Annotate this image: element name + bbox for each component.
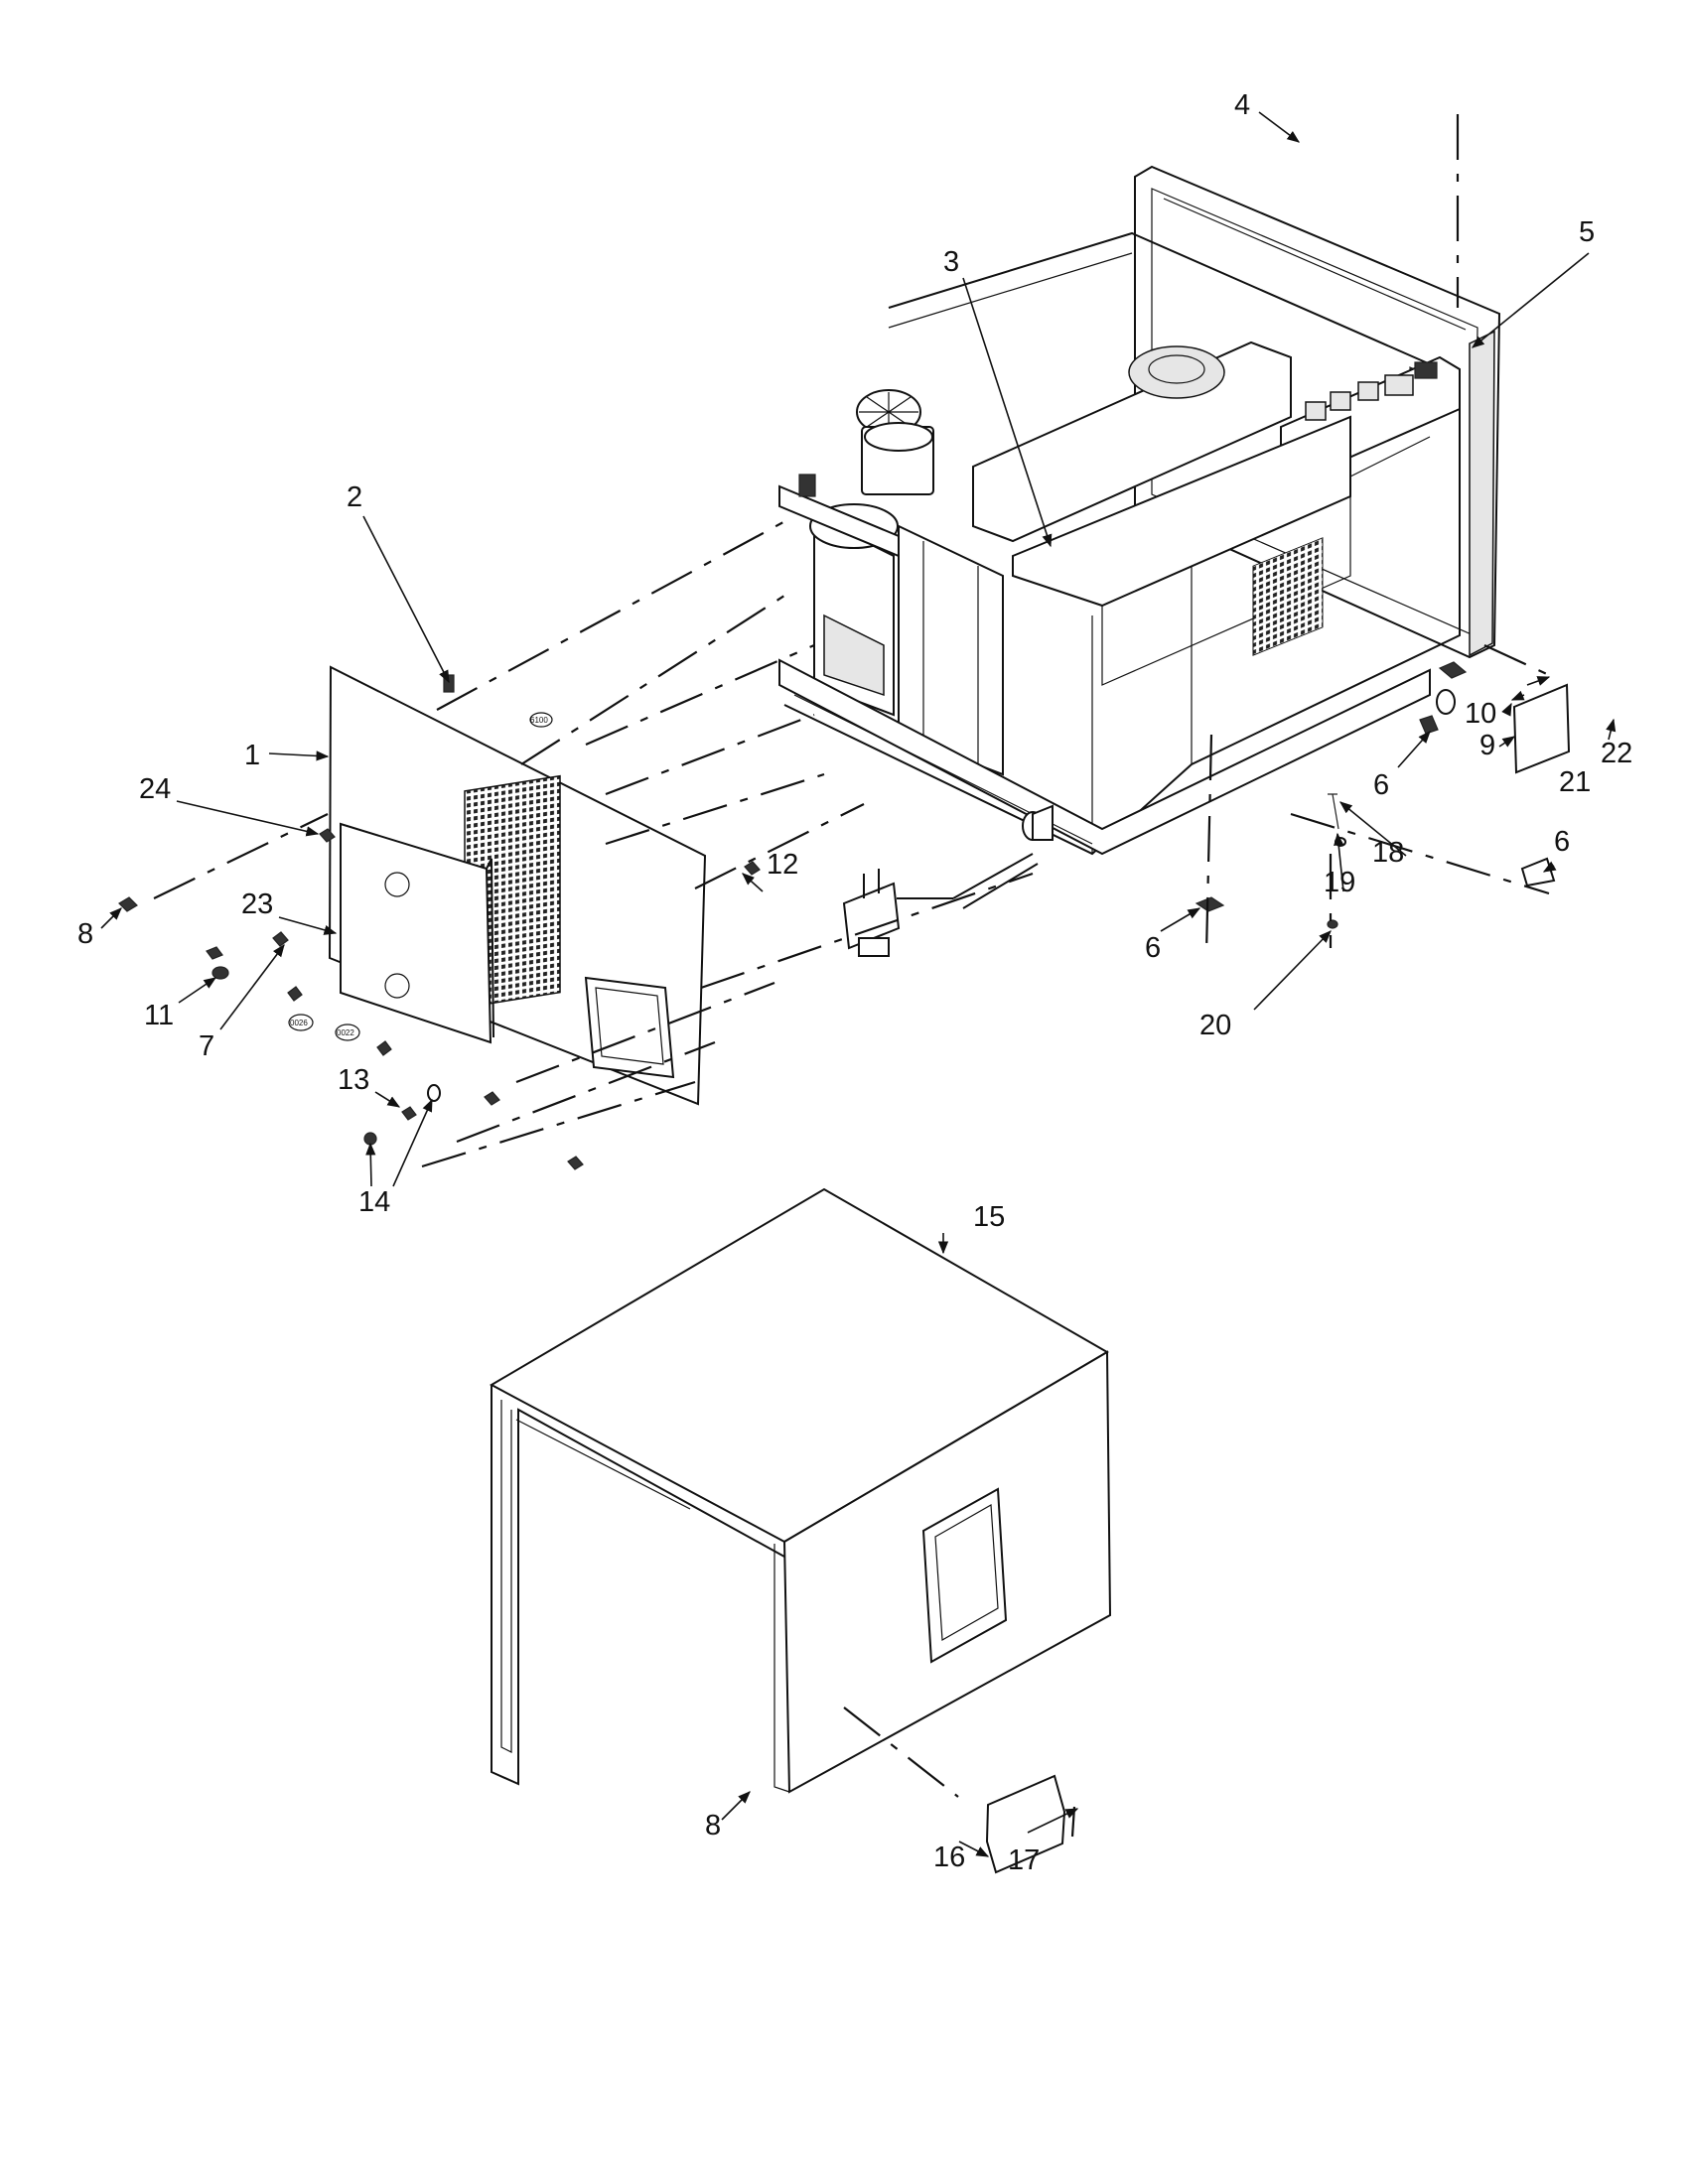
callout-12: 12 <box>767 849 798 881</box>
callout-6a: 6 <box>1373 769 1389 801</box>
callout-14: 14 <box>358 1186 390 1218</box>
callout-11: 11 <box>144 1000 174 1031</box>
callout-18: 18 <box>1372 837 1404 869</box>
callout-13: 13 <box>338 1064 369 1096</box>
callout-21: 21 <box>1559 766 1591 798</box>
hardware-parts <box>118 661 1571 1170</box>
stamp-0026: 0026 <box>290 1019 308 1027</box>
callout-23: 23 <box>241 888 273 920</box>
stamp-0022: 0022 <box>337 1028 354 1037</box>
callout-4: 4 <box>1234 89 1250 121</box>
callout-8b: 8 <box>705 1810 721 1842</box>
outer-cabinet <box>489 1187 1112 1874</box>
callout-19: 19 <box>1324 867 1355 898</box>
callout-20: 20 <box>1199 1010 1231 1041</box>
callout-9: 9 <box>1479 730 1495 761</box>
callout-3: 3 <box>943 246 959 278</box>
callouts: 1 2 3 4 5 6 6 6 6 7 8 8 9 10 11 12 13 14… <box>77 89 1632 1876</box>
callout-1: 1 <box>244 740 260 771</box>
callout-24: 24 <box>139 773 171 805</box>
callout-17: 17 <box>1008 1844 1040 1876</box>
callout-8a: 8 <box>77 918 93 950</box>
stamp-6100: 6100 <box>530 716 548 725</box>
callout-16: 16 <box>933 1842 965 1873</box>
callout-10: 10 <box>1465 698 1496 730</box>
back-panel: 6100 0026 0022 <box>288 665 707 1106</box>
callout-6b: 6 <box>1554 826 1570 858</box>
callout-2: 2 <box>347 481 362 513</box>
callout-15: 15 <box>973 1201 1005 1233</box>
callout-5: 5 <box>1579 216 1595 248</box>
callout-7: 7 <box>199 1030 214 1062</box>
chassis-assembly <box>778 165 1501 957</box>
centerlines <box>153 114 1550 1838</box>
callout-6c: 6 <box>1145 932 1161 964</box>
callout-22: 22 <box>1601 738 1632 769</box>
leader-lines <box>100 111 1617 1857</box>
